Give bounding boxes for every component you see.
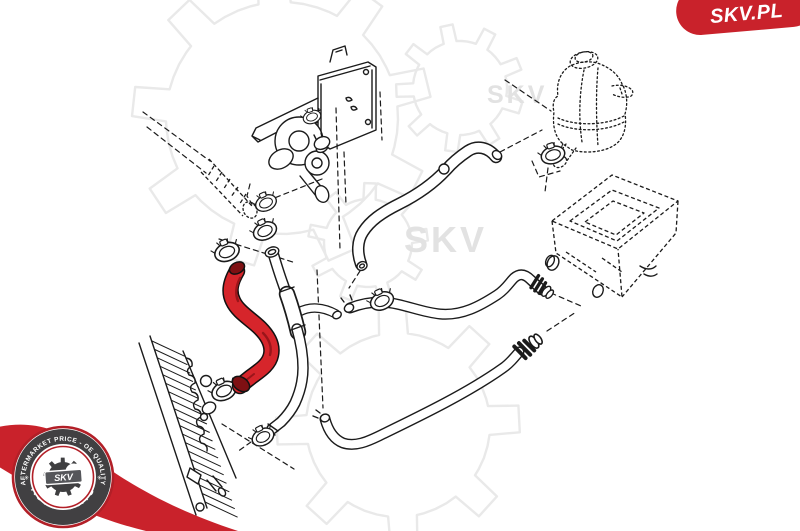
badge-center-text: SKV: [54, 472, 74, 483]
hose-y-branch: [262, 246, 342, 439]
coolant-pipe-dashed: [200, 158, 258, 219]
brand-badge-group: AFTERMARKET PRICE - OE QUALITY AUTO PART…: [0, 424, 238, 531]
frame-rail: [142, 111, 211, 174]
watermark-text: SKV: [404, 219, 487, 260]
badge-ornament-icon: ✳: [24, 474, 30, 482]
badge-inner-ring: [31, 445, 95, 509]
hose-upper: [352, 141, 503, 272]
hose-lower: [312, 328, 548, 450]
hose-clamp: [249, 187, 281, 216]
hose-clamp: [535, 138, 569, 169]
watermark-text: SKV: [487, 81, 547, 109]
watermark-gears: SKV SKV: [130, 0, 547, 531]
expansion-tank: [535, 51, 634, 169]
badge-center-band: [44, 468, 83, 486]
highlighted-part-hose: [222, 261, 280, 395]
hose-clamp: [246, 213, 282, 246]
engine-bracket-assembly: [251, 45, 377, 203]
watermark-gear-icon: [275, 302, 521, 531]
watermark-gear-icon: [130, 0, 432, 267]
radiator: [138, 335, 238, 518]
badge-band: [15, 429, 111, 525]
watermark-gear-icon: [394, 23, 524, 154]
skv-logo-text: SKV.PL: [709, 0, 785, 29]
badge-ornament-icon: ✳: [97, 474, 103, 482]
heater-box: [544, 174, 679, 298]
